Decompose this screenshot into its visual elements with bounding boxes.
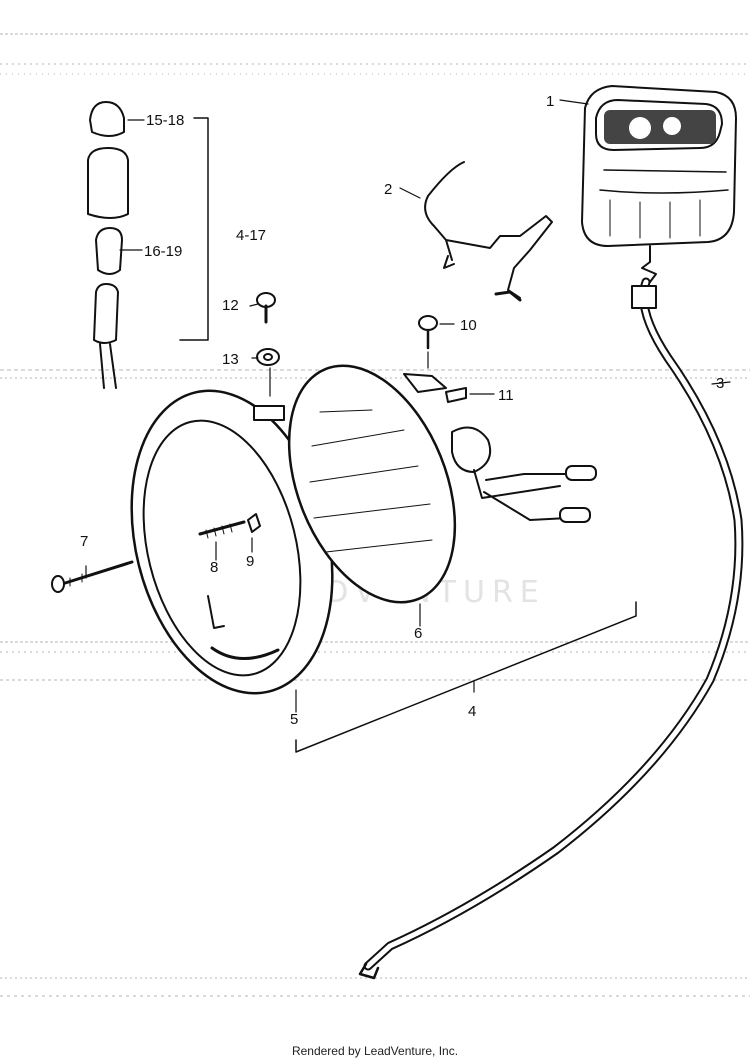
bolt-part[interactable]: [51, 560, 134, 593]
adjusting-screw-part[interactable]: [198, 520, 246, 539]
callout-11: 11: [498, 387, 514, 404]
callout-8: 8: [210, 559, 218, 576]
headlight-rim-part[interactable]: [102, 369, 363, 714]
callout-16-19: 16-19: [144, 243, 182, 260]
leader-lines: [85, 99, 731, 713]
washer-part[interactable]: [256, 348, 280, 366]
callout-7: 7: [80, 533, 88, 550]
callout-labels: 1 2 3 4 4-17 5 6 7 8 9 10 11 12 13 15-18…: [80, 93, 724, 728]
callout-9: 9: [246, 553, 254, 570]
wire-harness-part[interactable]: [424, 161, 553, 302]
callout-1: 1: [546, 93, 554, 110]
speedometer-part[interactable]: [581, 85, 737, 283]
callout-4-17: 4-17: [236, 227, 266, 244]
bulb-socket-assembly[interactable]: [87, 101, 129, 389]
callout-6: 6: [414, 625, 422, 642]
callout-2: 2: [384, 181, 392, 198]
small-screw-part[interactable]: [256, 292, 276, 324]
nut-part[interactable]: [247, 513, 261, 533]
scan-noise: [0, 33, 750, 997]
group-bracket-main: [295, 601, 637, 753]
callout-13: 13: [222, 351, 239, 368]
callout-4: 4: [468, 703, 476, 720]
sealed-beam-part[interactable]: [257, 341, 597, 626]
speedometer-cable-part[interactable]: [358, 277, 744, 980]
clip-part[interactable]: [445, 387, 467, 403]
callout-15-18: 15-18: [146, 112, 184, 129]
callout-5: 5: [290, 711, 298, 728]
footer-credit: Rendered by LeadVenture, Inc.: [291, 1044, 459, 1058]
callout-10: 10: [460, 317, 477, 334]
parts-diagram: LEADVENTURE: [0, 33, 750, 997]
group-bracket: [179, 117, 209, 341]
callout-12: 12: [222, 297, 239, 314]
callout-3: 3: [716, 375, 724, 392]
screw-part[interactable]: [418, 315, 438, 350]
